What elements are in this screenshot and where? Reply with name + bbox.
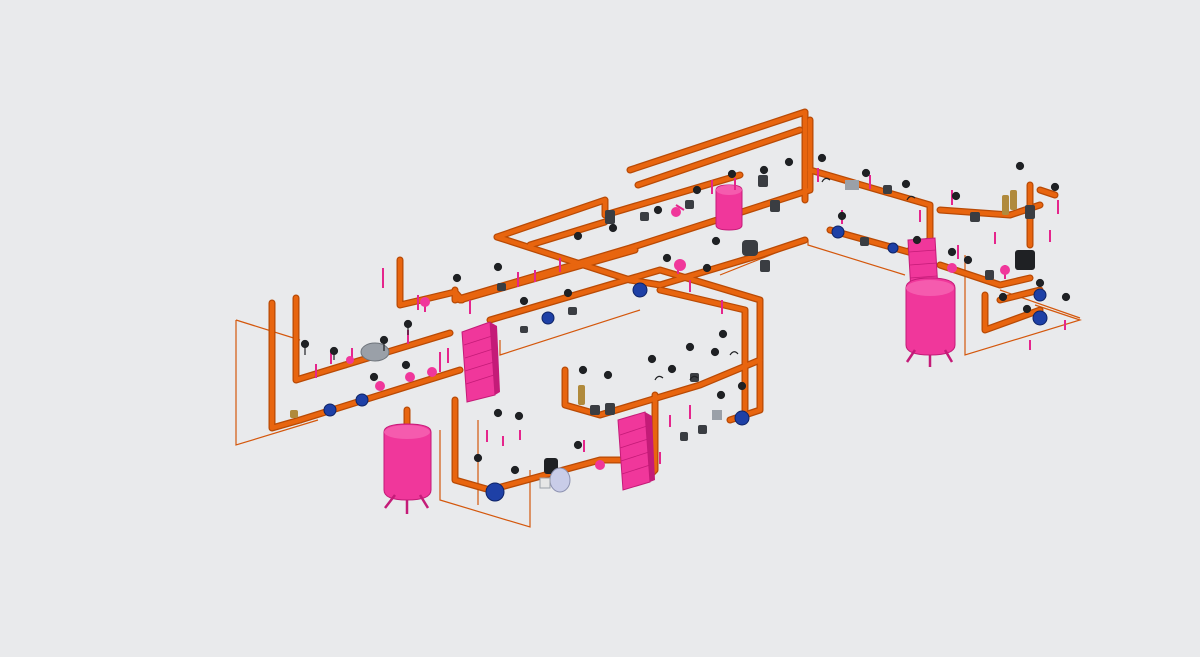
motor-actuator-icon [360,180,859,493]
plate-heat-exchanger-icon[interactable] [461,321,500,403]
ball-valve-icon [290,175,1035,474]
thin-reference-lines [235,239,1082,528]
expansion-tank-icon[interactable] [905,277,956,367]
pipe-loops [654,177,916,381]
expansion-tank-icon[interactable] [383,423,432,514]
expansion-tank-icon[interactable] [715,184,743,231]
pressure-gauge-icon [300,153,1071,475]
circulation-pump-icon[interactable] [323,225,1048,502]
pink-flange-fittings [346,207,1010,470]
plate-heat-exchanger-icon[interactable] [617,411,655,491]
